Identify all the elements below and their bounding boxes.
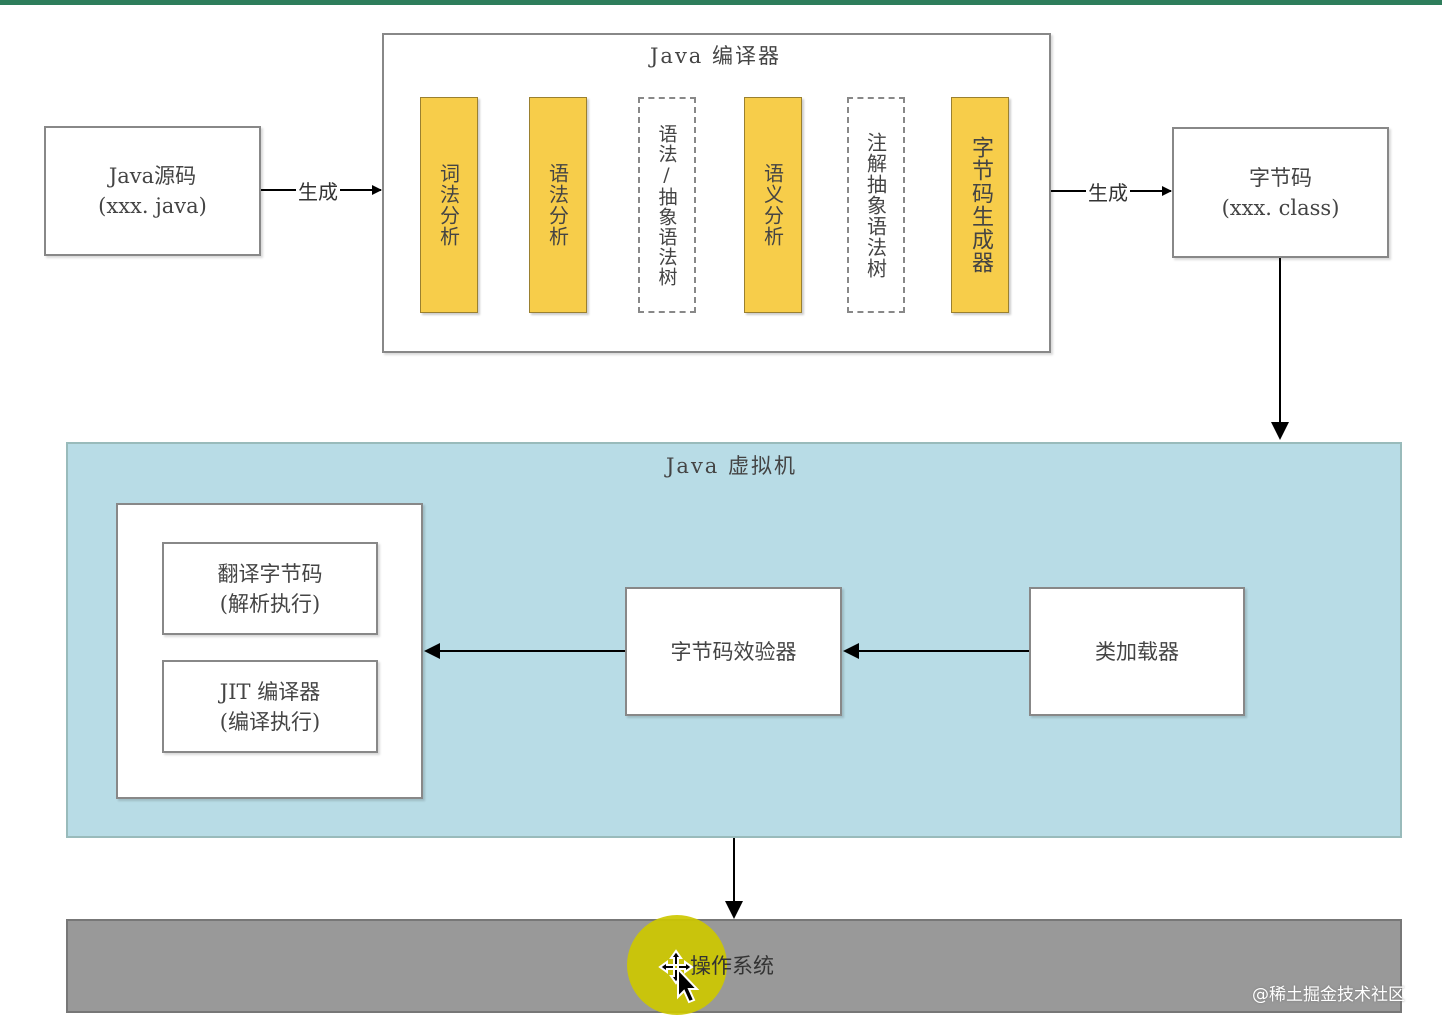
stage-lexical-analysis: 词法分析 (420, 97, 478, 313)
source-code-file: (xxx. java) (98, 194, 207, 218)
stage-label: 语法分析 (545, 163, 570, 247)
stage-label: 字节码生成器 (968, 136, 993, 274)
top-accent-bar (0, 0, 1442, 5)
stage-label: 注解抽象语法树 (863, 131, 888, 279)
stage-label: 语义分析 (760, 163, 785, 247)
interpreter-mode: (解析执行) (219, 591, 321, 616)
bytecode-box: 字节码 (xxx. class) (1172, 127, 1389, 258)
watermark-text: @稀土掘金技术社区 (1252, 985, 1405, 1005)
move-cursor-icon (658, 949, 700, 1004)
class-loader-label: 类加载器 (1095, 639, 1179, 664)
stage-label: 词法分析 (436, 163, 461, 247)
class-loader-box: 类加载器 (1029, 587, 1245, 716)
java-compiler-box (382, 33, 1051, 353)
operating-system-bar (66, 919, 1402, 1013)
stage-bytecode-generator: 字节码生成器 (951, 97, 1009, 313)
stage-label: 语法/抽象语法树 (655, 123, 678, 287)
jit-compiler-mode: (编译执行) (219, 709, 321, 734)
jit-compiler-box: JIT 编译器 (编译执行) (162, 660, 378, 753)
stage-annotated-tree: 注解抽象语法树 (847, 97, 905, 313)
bytecode-name: 字节码 (1249, 165, 1312, 190)
interpreter-box: 翻译字节码 (解析执行) (162, 542, 378, 635)
generate-label-left: 生成 (296, 176, 340, 205)
generate-label-right: 生成 (1086, 177, 1130, 206)
jvm-title: Java 虚拟机 (666, 454, 797, 478)
compiler-title: Java 编译器 (650, 44, 781, 68)
jit-compiler-name: JIT 编译器 (219, 679, 321, 704)
bytecode-verifier-label: 字节码效验器 (670, 639, 797, 664)
interpreter-name: 翻译字节码 (217, 561, 323, 586)
bytecode-verifier-box: 字节码效验器 (625, 587, 842, 716)
stage-syntax-tree: 语法/抽象语法树 (638, 97, 696, 313)
operating-system-label: 操作系统 (690, 954, 774, 978)
stage-semantic-analysis: 语义分析 (744, 97, 802, 313)
source-code-box: Java源码 (xxx. java) (44, 126, 261, 256)
stage-syntax-analysis: 语法分析 (529, 97, 587, 313)
source-code-name: Java源码 (108, 164, 197, 188)
bytecode-file: (xxx. class) (1221, 195, 1340, 220)
